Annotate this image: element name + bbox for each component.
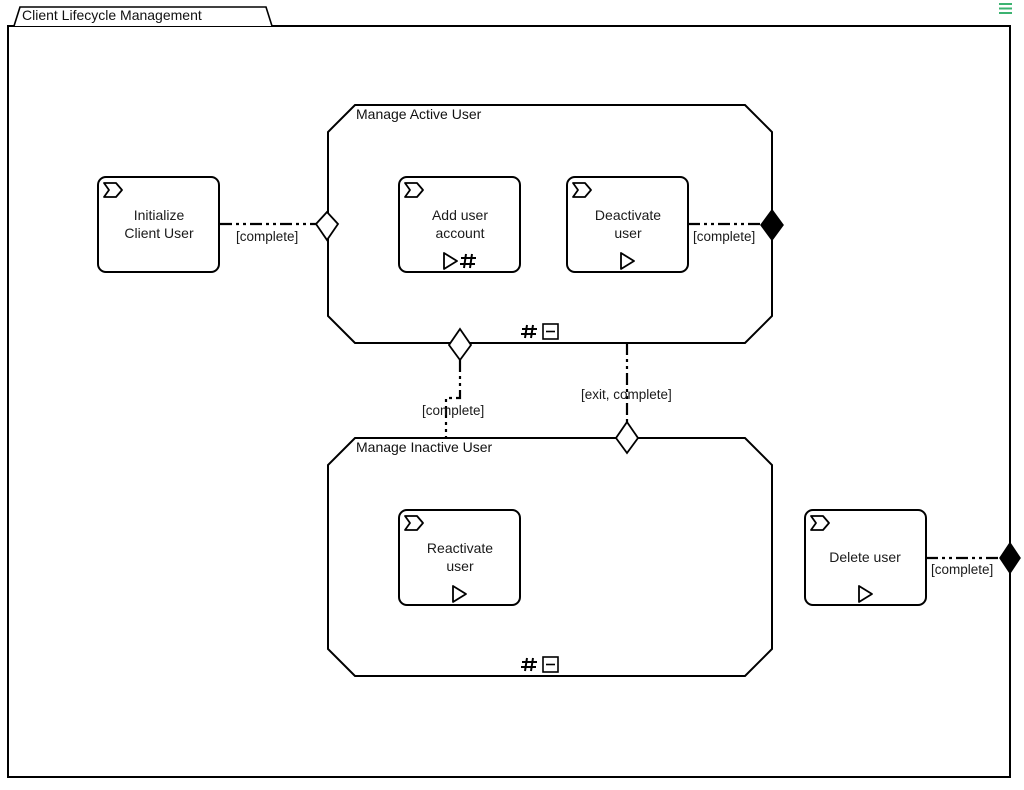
node-deactivate-user[interactable]: Deactivate user bbox=[566, 176, 689, 273]
hash-icon bbox=[460, 253, 476, 269]
diagram-title: Client Lifecycle Management bbox=[22, 7, 202, 23]
flow-label: [complete] bbox=[693, 229, 755, 244]
flow-label: [complete] bbox=[422, 403, 484, 418]
node-label-line: Add user bbox=[432, 207, 488, 223]
process-chevron-icon bbox=[810, 515, 830, 531]
minus-box-icon[interactable] bbox=[542, 656, 559, 673]
process-chevron-icon bbox=[103, 182, 123, 198]
hollow-diamond-icon[interactable] bbox=[314, 210, 340, 242]
filled-diamond-icon[interactable] bbox=[760, 208, 784, 242]
composite-manage-inactive-user[interactable]: Manage Inactive User bbox=[327, 437, 773, 677]
composite-manage-active-user[interactable]: Manage Active User bbox=[327, 104, 773, 344]
node-label-line: user bbox=[446, 558, 474, 574]
node-label-line: Initialize bbox=[134, 207, 185, 223]
flow-label: [exit, complete] bbox=[581, 387, 672, 402]
play-triangle-icon bbox=[443, 252, 458, 270]
node-add-user-account[interactable]: Add user account bbox=[398, 176, 521, 273]
hamburger-menu-icon[interactable] bbox=[999, 3, 1012, 14]
node-reactivate-user[interactable]: Reactivate user bbox=[398, 509, 521, 606]
node-initialize-client-user[interactable]: Initialize Client User bbox=[97, 176, 220, 273]
flow-lines bbox=[220, 222, 1000, 560]
process-chevron-icon bbox=[572, 182, 592, 198]
node-label-line: Delete user bbox=[829, 549, 901, 565]
play-triangle-icon bbox=[620, 252, 635, 270]
hollow-diamond-icon[interactable] bbox=[447, 327, 473, 362]
hash-icon bbox=[521, 657, 537, 672]
hollow-diamond-icon[interactable] bbox=[614, 420, 640, 455]
composite-title-active: Manage Active User bbox=[356, 106, 482, 122]
flow-label: [complete] bbox=[236, 229, 298, 244]
composite-title-inactive: Manage Inactive User bbox=[356, 439, 493, 455]
hash-icon bbox=[521, 324, 537, 339]
flow-active-to-inactive[interactable] bbox=[444, 360, 462, 438]
process-chevron-icon bbox=[404, 515, 424, 531]
minus-box-icon[interactable] bbox=[542, 323, 559, 340]
play-triangle-icon bbox=[452, 585, 467, 603]
play-triangle-icon bbox=[858, 585, 873, 603]
flow-label: [complete] bbox=[931, 562, 993, 577]
node-label-line: Deactivate bbox=[595, 207, 661, 223]
node-label-line: account bbox=[435, 225, 484, 241]
process-chevron-icon bbox=[404, 182, 424, 198]
filled-diamond-icon[interactable] bbox=[999, 541, 1021, 575]
node-label-line: user bbox=[614, 225, 642, 241]
node-label-line: Client User bbox=[124, 225, 194, 241]
node-delete-user[interactable]: Delete user bbox=[804, 509, 927, 606]
node-label-line: Reactivate bbox=[427, 540, 493, 556]
